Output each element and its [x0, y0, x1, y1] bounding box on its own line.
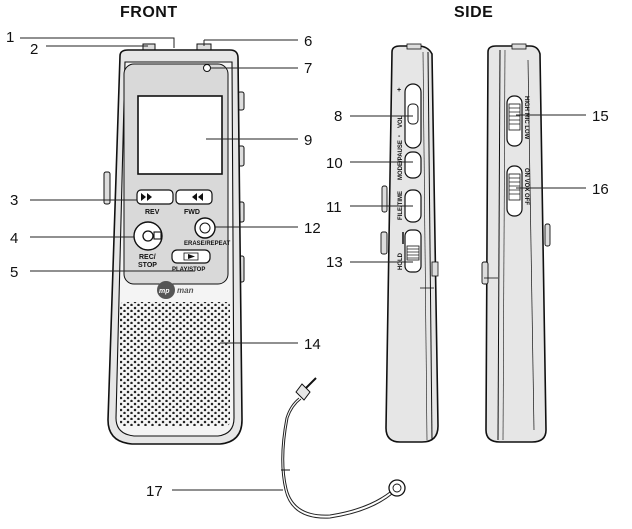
- stop-icon: [153, 231, 162, 240]
- earphone-plug-tip: [305, 377, 317, 389]
- earphone-cable: [281, 397, 393, 519]
- side-body-2: [485, 45, 547, 443]
- side-edge-1: [427, 51, 433, 441]
- callout-5: 5: [10, 264, 18, 281]
- play-stop-label: PLAY/STOP: [172, 267, 205, 273]
- led-indicator: [203, 64, 211, 72]
- mic-label: HIGH MIC LOW: [523, 96, 529, 140]
- play-icon: [188, 254, 195, 259]
- heading-front: FRONT: [120, 4, 178, 21]
- earphone-cable-inner: [283, 398, 391, 516]
- rev-label: REV: [145, 209, 160, 216]
- side-ridge-1: [431, 261, 439, 277]
- brand-logo-mp: mp: [159, 288, 170, 295]
- side-device-1: + - VOL MODE/PAUSE FILE/TIME HOLD: [380, 43, 439, 443]
- callout-1: 1: [6, 29, 14, 46]
- mode-pause-button: [404, 151, 422, 179]
- callout-6: 6: [304, 33, 312, 50]
- brand-logo-man: man: [177, 286, 194, 295]
- vox-switch: [506, 165, 523, 217]
- rec-stop-label-1: REC/: [139, 254, 156, 261]
- speaker-grille: [120, 302, 230, 426]
- side-top-tab-1: [406, 43, 422, 50]
- callout-10: 10: [326, 155, 343, 172]
- side-edge-2b: [502, 49, 506, 441]
- volume-knob: [407, 103, 419, 125]
- rev-button: [136, 189, 174, 205]
- callout-numbers: 1 2 3 4 5 6 7 8 9 10 11 12 13 14 15 16 1…: [6, 29, 609, 500]
- callout-17: 17: [146, 483, 163, 500]
- callout-3: 3: [10, 192, 18, 209]
- rec-stop-button: [133, 221, 163, 251]
- vox-label: ON VOX OFF: [523, 168, 529, 205]
- callout-4: 4: [10, 230, 18, 247]
- callout-15: 15: [592, 108, 609, 125]
- earphone-bud: [388, 479, 406, 497]
- fwd-label: FWD: [184, 209, 200, 216]
- rev-icon: [141, 193, 152, 201]
- hold-knob: [406, 245, 420, 261]
- front-device: REV FWD REC/ STOP ERASE/REPEAT PLAY/STOP…: [103, 43, 245, 445]
- vol-minus-label: -: [398, 133, 401, 140]
- callout-11: 11: [326, 199, 342, 216]
- callout-13: 13: [326, 254, 343, 271]
- side-edge-2: [497, 49, 501, 441]
- callout-7: 7: [304, 60, 312, 77]
- vol-label: VOL: [398, 115, 404, 128]
- side-edge-1b: [422, 51, 428, 441]
- fwd-icon: [192, 193, 203, 201]
- side-bump-2: [380, 231, 388, 255]
- play-icon-frame: [183, 252, 199, 261]
- heading-side: SIDE: [454, 4, 494, 21]
- earphone: [281, 377, 406, 519]
- erase-repeat-button: [194, 217, 216, 239]
- callout-8: 8: [334, 108, 342, 125]
- side2-bump-2: [544, 223, 551, 247]
- mode-pause-label: MODE/PAUSE: [398, 140, 404, 180]
- callout-9: 9: [304, 132, 312, 149]
- lcd-screen: [137, 95, 223, 175]
- rec-stop-label-2: STOP: [138, 262, 157, 269]
- vox-switch-knob: [508, 173, 521, 201]
- callout-16: 16: [592, 181, 609, 198]
- side-device-2: HIGH MIC LOW ON VOX OFF: [481, 43, 551, 443]
- leader-1: [20, 37, 175, 48]
- earphone-bud-inner: [392, 483, 402, 493]
- rec-icon: [142, 230, 154, 242]
- callout-2: 2: [30, 41, 38, 58]
- side-bump-1: [381, 185, 388, 213]
- leader-lines: [20, 37, 586, 491]
- mic-switch-knob: [508, 103, 521, 131]
- brand-logo: [157, 281, 175, 299]
- front-side-key-left: [103, 171, 111, 205]
- erase-icon: [199, 222, 211, 234]
- callout-12: 12: [304, 220, 321, 237]
- vol-plus-label: +: [397, 87, 401, 94]
- mic-sensitivity-switch: [506, 95, 523, 147]
- side-top-tab-2: [511, 43, 527, 50]
- side2-bump-1: [481, 261, 489, 285]
- hold-label: HOLD: [398, 252, 404, 270]
- earphone-plug-body: [295, 383, 311, 401]
- side-edge-2c: [527, 59, 535, 431]
- callout-14: 14: [304, 336, 321, 353]
- erase-repeat-label: ERASE/REPEAT: [184, 241, 231, 247]
